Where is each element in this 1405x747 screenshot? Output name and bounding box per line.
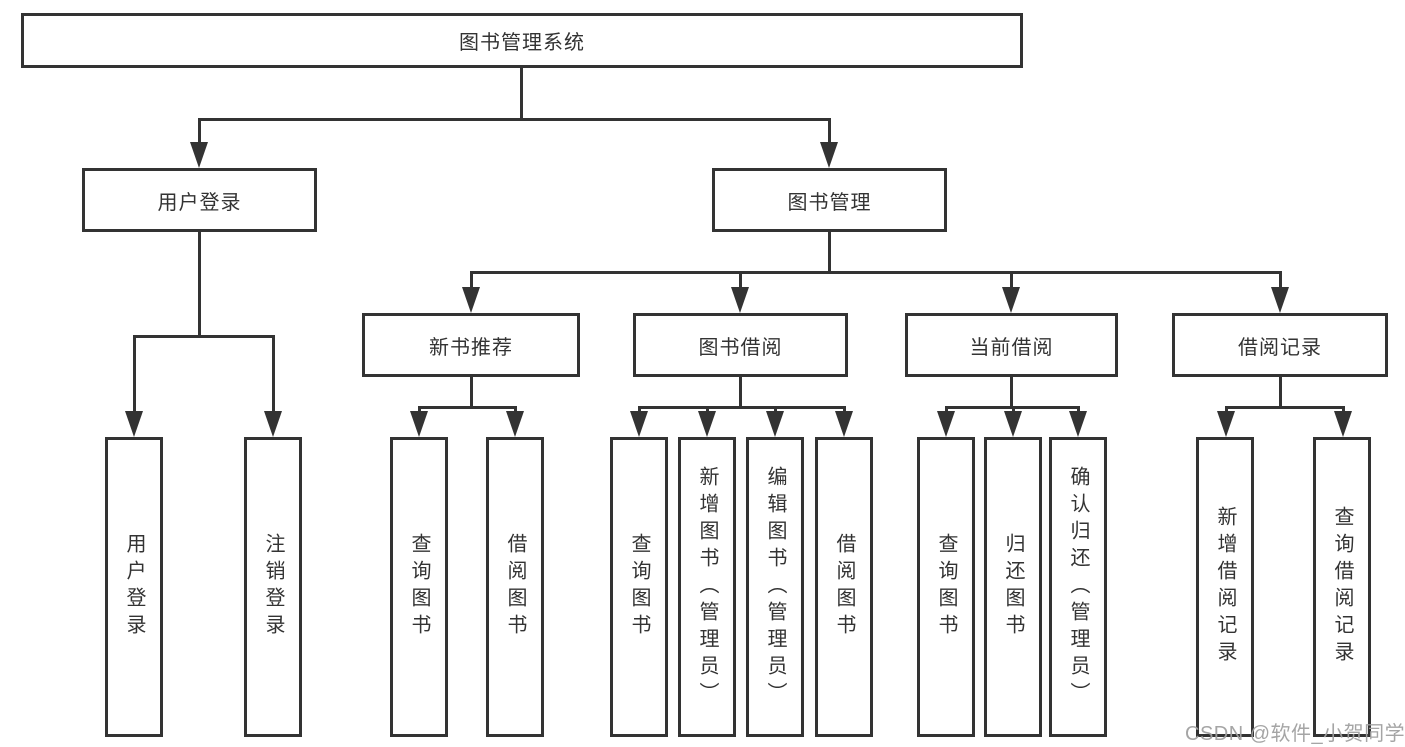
arrow-down-icon [1271,287,1289,313]
connector-line [739,273,742,289]
connector-line [418,406,517,409]
arrow-down-icon [1069,411,1087,437]
arrow-down-icon [1334,411,1352,437]
leaf-current-confirm-return-admin: 确认归还（管理员） [1049,437,1107,737]
leaf-borrow-borrow-book-label: 借阅图书 [833,533,855,641]
arrow-down-icon [1004,411,1022,437]
node-current-borrow-label: 当前借阅 [969,336,1054,359]
node-borrow-record: 借阅记录 [1172,313,1388,377]
node-book-borrow: 图书借阅 [633,313,848,377]
arrow-down-icon [190,142,208,168]
leaf-rec-borrow-book-label: 借阅图书 [504,533,526,641]
connector-line [828,232,831,274]
leaf-borrow-query-book: 查询图书 [610,437,668,737]
connector-line [945,406,1080,409]
connector-line [1010,377,1013,409]
leaf-user-login: 用户登录 [105,437,163,737]
connector-line [470,271,1282,274]
node-book-management: 图书管理 [712,168,947,232]
node-new-book-recommend-label: 新书推荐 [429,336,513,359]
leaf-record-query-record: 查询借阅记录 [1313,437,1371,737]
node-root-label: 图书管理系统 [459,32,585,54]
connector-line [198,120,201,144]
leaf-current-return-book-label: 归还图书 [1002,533,1024,641]
connector-line [1225,406,1345,409]
arrow-down-icon [264,411,282,437]
leaf-record-add-record: 新增借阅记录 [1196,437,1254,737]
leaf-borrow-borrow-book: 借阅图书 [815,437,873,737]
leaf-current-return-book: 归还图书 [984,437,1042,737]
leaf-current-query-book-label: 查询图书 [935,533,957,641]
connector-line [739,377,742,409]
leaf-current-query-book: 查询图书 [917,437,975,737]
leaf-rec-query-book: 查询图书 [390,437,448,737]
connector-line [272,337,275,413]
leaf-logout: 注销登录 [244,437,302,737]
leaf-rec-borrow-book: 借阅图书 [486,437,544,737]
node-user-login: 用户登录 [82,168,317,232]
leaf-borrow-edit-book-admin-label: 编辑图书（管理员） [764,465,786,709]
arrow-down-icon [1002,287,1020,313]
node-book-management-label: 图书管理 [787,191,872,214]
leaf-record-query-record-label: 查询借阅记录 [1331,506,1353,668]
arrow-down-icon [125,411,143,437]
node-new-book-recommend: 新书推荐 [362,313,580,377]
connector-line [470,273,473,289]
arrow-down-icon [835,411,853,437]
arrow-down-icon [820,142,838,168]
node-current-borrow: 当前借阅 [905,313,1118,377]
arrow-down-icon [1217,411,1235,437]
leaf-borrow-edit-book-admin: 编辑图书（管理员） [746,437,804,737]
connector-line [520,68,523,120]
connector-line [133,335,275,338]
leaf-rec-query-book-label: 查询图书 [408,533,430,641]
connector-line [1279,273,1282,289]
arrow-down-icon [731,287,749,313]
connector-line [133,337,136,413]
arrow-down-icon [506,411,524,437]
csdn-watermark: CSDN @软件_小贺同学 [1185,723,1405,745]
leaf-user-login-label: 用户登录 [123,533,145,641]
connector-line [828,120,831,144]
node-root: 图书管理系统 [21,13,1023,68]
connector-line [198,232,201,338]
leaf-borrow-query-book-label: 查询图书 [628,533,650,641]
connector-line [470,377,473,409]
leaf-logout-label: 注销登录 [262,533,284,641]
arrow-down-icon [410,411,428,437]
arrow-down-icon [766,411,784,437]
node-book-borrow-label: 图书借阅 [698,336,783,359]
leaf-borrow-add-book-admin: 新增图书（管理员） [678,437,736,737]
leaf-current-confirm-return-admin-label: 确认归还（管理员） [1067,465,1089,709]
connector-line [1010,273,1013,289]
leaf-borrow-add-book-admin-label: 新增图书（管理员） [696,465,718,709]
connector-line [638,406,846,409]
arrow-down-icon [630,411,648,437]
node-user-login-label: 用户登录 [157,191,242,214]
arrow-down-icon [698,411,716,437]
arrow-down-icon [937,411,955,437]
node-borrow-record-label: 借阅记录 [1238,336,1322,359]
connector-line [198,118,831,121]
arrow-down-icon [462,287,480,313]
connector-line [1279,377,1282,409]
leaf-record-add-record-label: 新增借阅记录 [1214,506,1236,668]
